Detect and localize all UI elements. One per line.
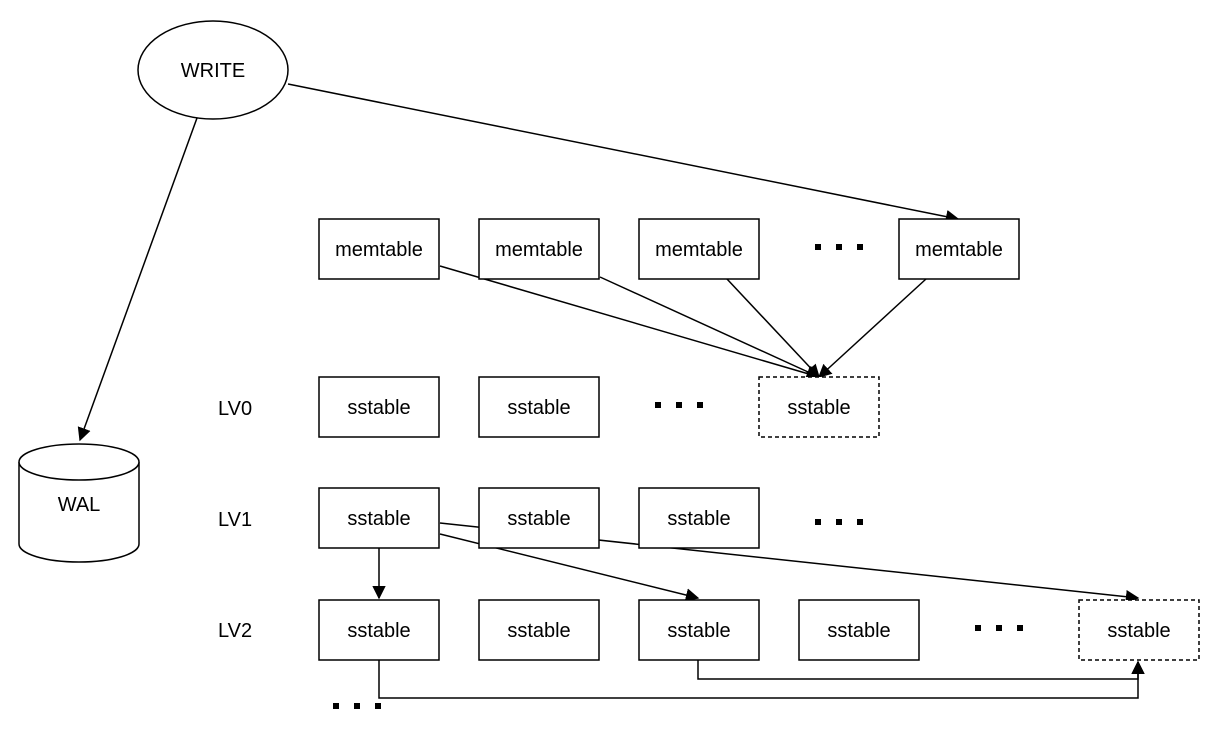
lv0-ellipsis bbox=[655, 402, 703, 408]
lv2-sstable-1: sstable bbox=[318, 599, 440, 661]
lv1-sstable-3: sstable bbox=[638, 487, 760, 549]
sstable-label: sstable bbox=[507, 620, 570, 642]
sstable-label: sstable bbox=[667, 620, 730, 642]
lv1-ellipsis bbox=[815, 519, 863, 525]
lv2-ellipsis bbox=[975, 625, 1023, 631]
edges bbox=[77, 83, 1145, 699]
sstable-label: sstable bbox=[347, 508, 410, 530]
edge-memtable-4-to-lv0-sstable-3 bbox=[818, 278, 927, 378]
level-1-row: LV1 sstable sstable sstable bbox=[218, 487, 863, 549]
lv2-sstable-4: sstable bbox=[798, 599, 920, 661]
edge-write-to-memtable-4 bbox=[287, 83, 960, 224]
edge-lv2-sstable-3-to-lv2-sstable-5 bbox=[697, 660, 1145, 680]
sstable-label: sstable bbox=[1107, 620, 1170, 642]
wal-node: WAL bbox=[18, 443, 140, 563]
lv0-sstable-2: sstable bbox=[478, 376, 600, 438]
edge-memtable-2-to-lv0-sstable-3 bbox=[599, 276, 821, 379]
sstable-label: sstable bbox=[347, 397, 410, 419]
memtable-label: memtable bbox=[655, 239, 743, 261]
sstable-label: sstable bbox=[507, 508, 570, 530]
level-2-label: LV2 bbox=[218, 620, 252, 642]
lv0-sstable-1: sstable bbox=[318, 376, 440, 438]
memtable-label: memtable bbox=[335, 239, 423, 261]
edge-write-to-wal bbox=[77, 117, 198, 442]
write-node: WRITE bbox=[137, 20, 289, 120]
level-2-row: LV2 sstable sstable sstable sstable ssta… bbox=[218, 599, 1200, 661]
sstable-label: sstable bbox=[667, 508, 730, 530]
memtable-2: memtable bbox=[478, 218, 600, 280]
lv2-sstable-3: sstable bbox=[638, 599, 760, 661]
sstable-label: sstable bbox=[787, 397, 850, 419]
memtable-ellipsis bbox=[815, 244, 863, 250]
lv1-sstable-2: sstable bbox=[478, 487, 600, 549]
memtable-label: memtable bbox=[495, 239, 583, 261]
memtable-3: memtable bbox=[638, 218, 760, 280]
lv1-sstable-1: sstable bbox=[318, 487, 440, 549]
sstable-label: sstable bbox=[347, 620, 410, 642]
lv2-sstable-2: sstable bbox=[478, 599, 600, 661]
level-0-label: LV0 bbox=[218, 398, 252, 420]
more-levels-ellipsis bbox=[333, 703, 381, 709]
memtable-4: memtable bbox=[898, 218, 1020, 280]
memtable-1: memtable bbox=[318, 218, 440, 280]
wal-label: WAL bbox=[58, 494, 101, 516]
edge-memtable-3-to-lv0-sstable-3 bbox=[726, 278, 820, 378]
edge-lv2-sstable-1-to-lv2-sstable-5 bbox=[378, 660, 1145, 699]
write-label: WRITE bbox=[181, 60, 245, 82]
lv0-sstable-3: sstable bbox=[758, 376, 880, 438]
sstable-label: sstable bbox=[507, 397, 570, 419]
level-0-row: LV0 sstable sstable sstable bbox=[218, 376, 880, 438]
sstable-label: sstable bbox=[827, 620, 890, 642]
memtable-label: memtable bbox=[915, 239, 1003, 261]
lv2-sstable-5: sstable bbox=[1078, 599, 1200, 661]
level-1-label: LV1 bbox=[218, 509, 252, 531]
edge-memtable-1-to-lv0-sstable-3 bbox=[439, 265, 821, 381]
memtable-row: memtable memtable memtable memtable bbox=[318, 218, 1020, 280]
